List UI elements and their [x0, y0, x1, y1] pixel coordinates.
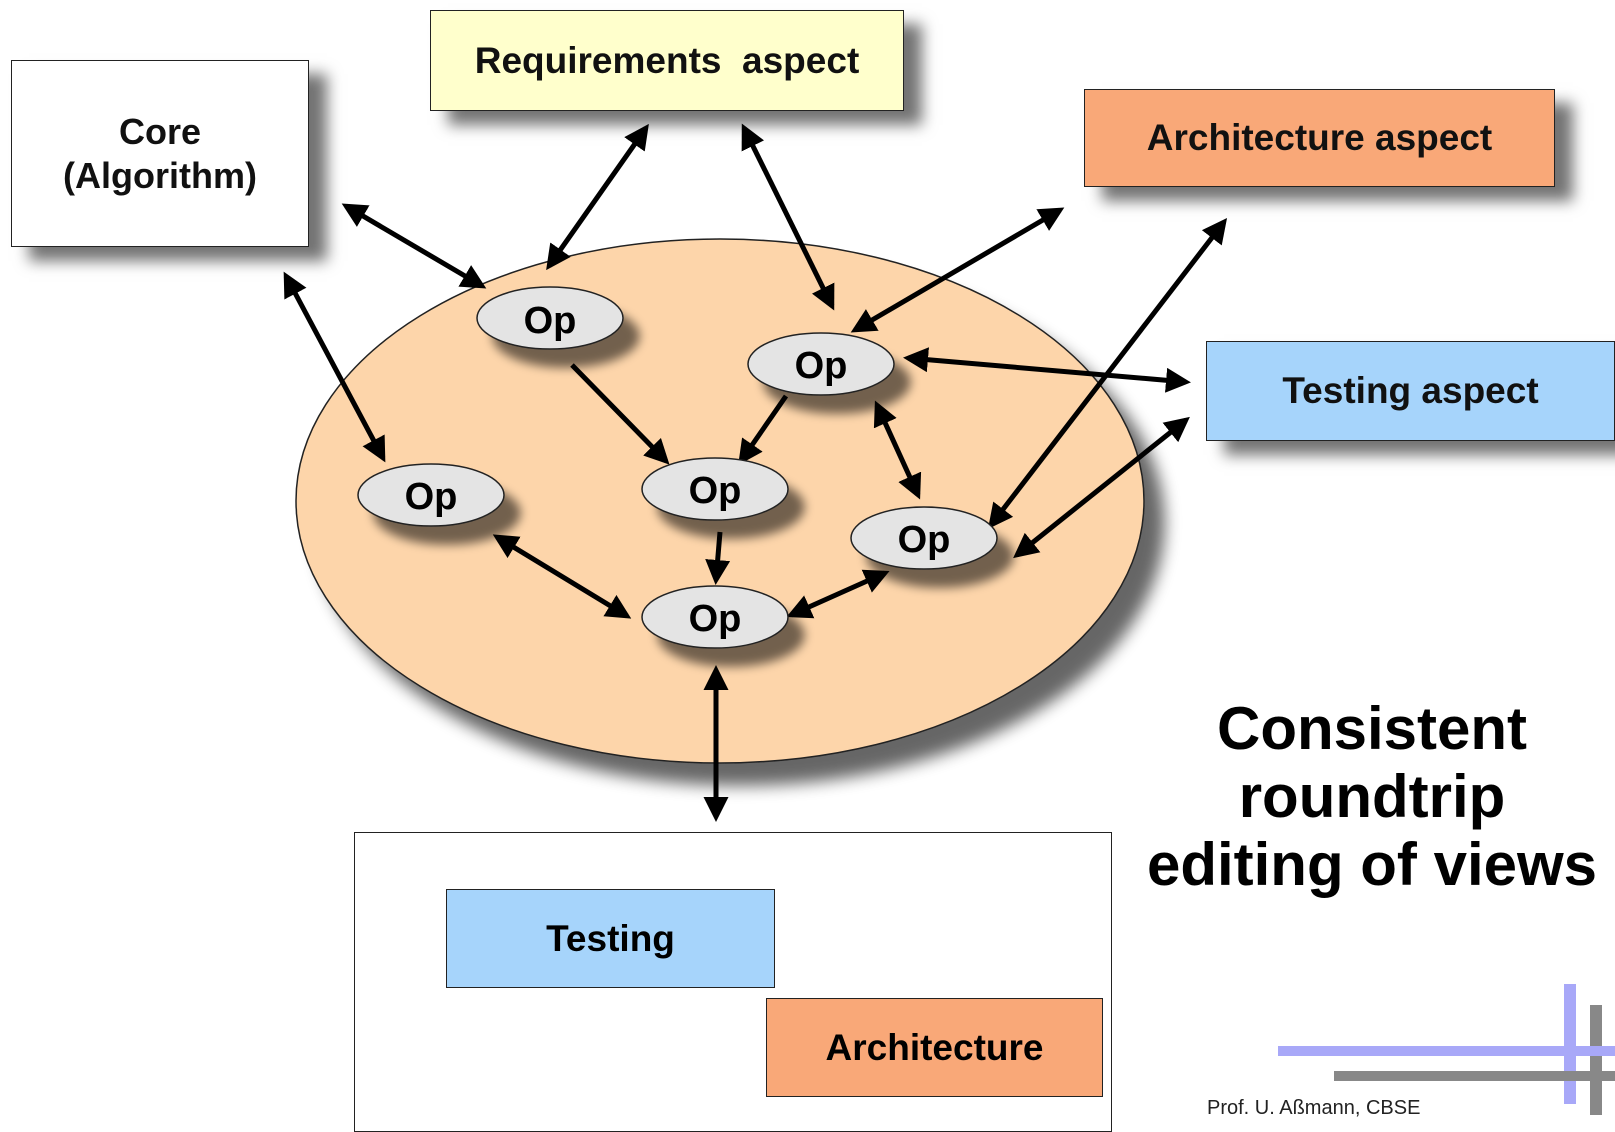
architecture-aspect-box: Architecture aspect [1084, 89, 1555, 187]
requirements-aspect-box: Requirements aspect [430, 10, 904, 111]
arrow-test-op2 [903, 347, 1191, 393]
arrow-test-op5 [1013, 416, 1190, 559]
caption-line-2: roundtrip [1238, 763, 1506, 830]
op-label: Op [405, 476, 458, 518]
op-node-1: Op [476, 286, 624, 350]
arrow-core-op1 [341, 203, 487, 289]
op-label: Op [795, 345, 848, 387]
testing-aspect-box: Testing aspect [1206, 341, 1615, 441]
testing-view-bar: Testing [446, 889, 775, 988]
core-subtitle: (Algorithm) [63, 154, 257, 196]
caption-line-1: Consistent [1216, 695, 1528, 762]
caption-text: Consistent roundtrip editing of views [1132, 695, 1612, 899]
op-label: Op [689, 470, 742, 512]
op-label: Op [689, 598, 742, 640]
arrow-req-op2 [741, 123, 835, 311]
op-node-4: Op [641, 457, 789, 521]
arrow-op2-op5 [873, 400, 922, 500]
arrow-core-op3 [283, 271, 386, 463]
footer-credit: Prof. U. Aßmann, CBSE [1207, 1097, 1421, 1119]
op-label: Op [898, 519, 951, 561]
arrow-req-op1 [546, 123, 649, 271]
testing-aspect-label: Testing aspect [1282, 370, 1539, 411]
core-title: Core [118, 110, 202, 152]
core-algorithm-box: Core (Algorithm) [11, 60, 309, 247]
op-node-6: Op [641, 585, 789, 649]
op-node-3: Op [357, 463, 505, 527]
requirements-aspect-label: Requirements aspect [474, 39, 860, 81]
arrow-op5-op6 [786, 569, 890, 619]
caption-line-3: editing of views [1146, 831, 1598, 898]
arrow-op2-op4 [738, 394, 789, 466]
testing-view-label: Testing [546, 917, 675, 959]
architecture-aspect-label: Architecture aspect [1146, 117, 1493, 158]
arrow-op3-op6 [492, 534, 632, 619]
op-node-2: Op [747, 332, 895, 396]
op-label: Op [524, 300, 577, 342]
arrow-op4-op6 [705, 531, 731, 585]
architecture-view-bar: Architecture [766, 998, 1103, 1097]
architecture-view-label: Architecture [825, 1026, 1044, 1068]
arrow-op1-op4 [570, 363, 670, 465]
logo-graphic [1278, 984, 1615, 1115]
op-node-5: Op [850, 506, 998, 570]
